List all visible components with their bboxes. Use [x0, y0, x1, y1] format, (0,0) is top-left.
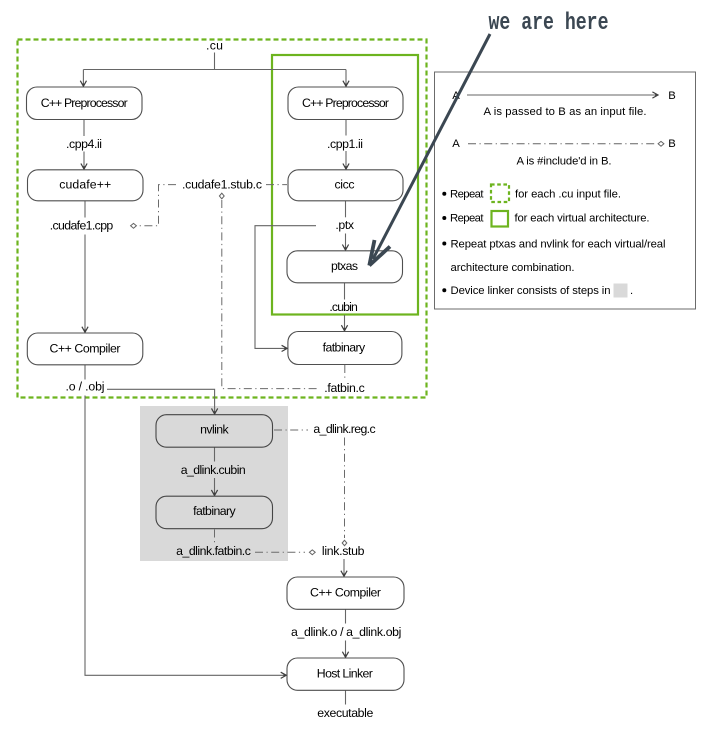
svg-text:for each .cu input file.: for each .cu input file. — [515, 189, 621, 201]
svg-text:a_dlink.fatbin.c: a_dlink.fatbin.c — [176, 544, 251, 558]
svg-text:.cpp4.ii: .cpp4.ii — [66, 137, 102, 151]
svg-text:nvlink: nvlink — [200, 422, 229, 436]
svg-text:Host Linker: Host Linker — [317, 667, 373, 681]
svg-text:.cudafe1.cpp: .cudafe1.cpp — [50, 219, 114, 233]
svg-text:we are here: we are here — [489, 10, 609, 37]
svg-text:architecture combination.: architecture combination. — [451, 262, 575, 274]
svg-text:Repeat: Repeat — [450, 189, 484, 201]
svg-text:C++ Preprocessor: C++ Preprocessor — [302, 96, 389, 110]
svg-text:ptxas: ptxas — [331, 259, 358, 273]
svg-text:.fatbin.c: .fatbin.c — [324, 381, 365, 395]
svg-text:a_dlink.reg.c: a_dlink.reg.c — [313, 422, 375, 436]
svg-text:.cu: .cu — [206, 39, 223, 53]
svg-text:A is #include'd in B.: A is #include'd in B. — [517, 156, 612, 168]
svg-text:C++ Preprocessor: C++ Preprocessor — [41, 96, 128, 110]
svg-text:.cpp1.ii: .cpp1.ii — [327, 137, 363, 151]
svg-text:.: . — [630, 285, 633, 297]
svg-text:B: B — [668, 138, 676, 150]
svg-text:.cubin: .cubin — [329, 300, 358, 314]
svg-text:cudafe++: cudafe++ — [59, 178, 111, 192]
svg-text:link.stub: link.stub — [322, 544, 365, 558]
svg-text:Repeat ptxas and nvlink for ea: Repeat ptxas and nvlink for each virtual… — [451, 238, 666, 250]
svg-text:cicc: cicc — [335, 178, 355, 192]
svg-text:C++ Compiler: C++ Compiler — [310, 586, 381, 600]
svg-text:a_dlink.o / a_dlink.obj: a_dlink.o / a_dlink.obj — [291, 625, 401, 639]
svg-text:.o / .obj: .o / .obj — [66, 380, 105, 394]
svg-text:C++ Compiler: C++ Compiler — [50, 341, 121, 355]
svg-text:A: A — [452, 138, 460, 150]
svg-text:fatbinary: fatbinary — [193, 504, 236, 518]
svg-text:Device linker consists of step: Device linker consists of steps in — [451, 285, 611, 297]
svg-text:executable: executable — [317, 706, 373, 720]
svg-text:.cudafe1.stub.c: .cudafe1.stub.c — [182, 178, 262, 192]
svg-text:a_dlink.cubin: a_dlink.cubin — [181, 463, 246, 477]
svg-text:Repeat: Repeat — [450, 213, 484, 225]
svg-text:fatbinary: fatbinary — [323, 341, 366, 355]
svg-text:A is passed to B as an input f: A is passed to B as an input file. — [484, 106, 647, 118]
svg-text:for each virtual architecture.: for each virtual architecture. — [515, 213, 650, 225]
svg-text:B: B — [668, 90, 676, 102]
svg-text:.ptx: .ptx — [335, 218, 354, 232]
